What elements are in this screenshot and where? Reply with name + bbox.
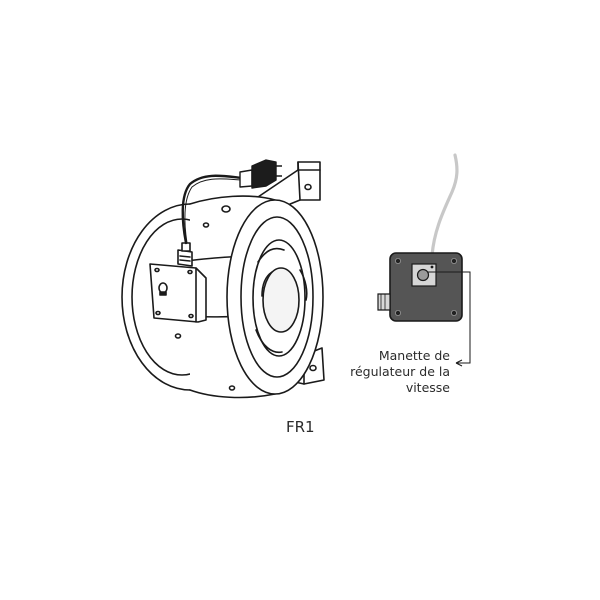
speed-knob bbox=[416, 268, 430, 282]
fan-terminal-box bbox=[149, 263, 207, 323]
cable-gland bbox=[177, 242, 193, 267]
controller-cord bbox=[430, 153, 459, 258]
figure-caption: FR1 bbox=[286, 418, 315, 436]
speed-controller-box-icon bbox=[377, 252, 463, 322]
power-plug-icon bbox=[239, 159, 282, 189]
callout-line-3: vitesse bbox=[405, 380, 450, 395]
callout-leader bbox=[427, 271, 471, 367]
callout-line-2: régulateur de la bbox=[350, 364, 450, 379]
callout-label: Manette de régulateur de la vitesse bbox=[330, 348, 450, 396]
power-cable bbox=[181, 174, 244, 245]
callout-line-1: Manette de bbox=[378, 348, 450, 363]
inline-duct-fan-icon bbox=[121, 161, 325, 399]
